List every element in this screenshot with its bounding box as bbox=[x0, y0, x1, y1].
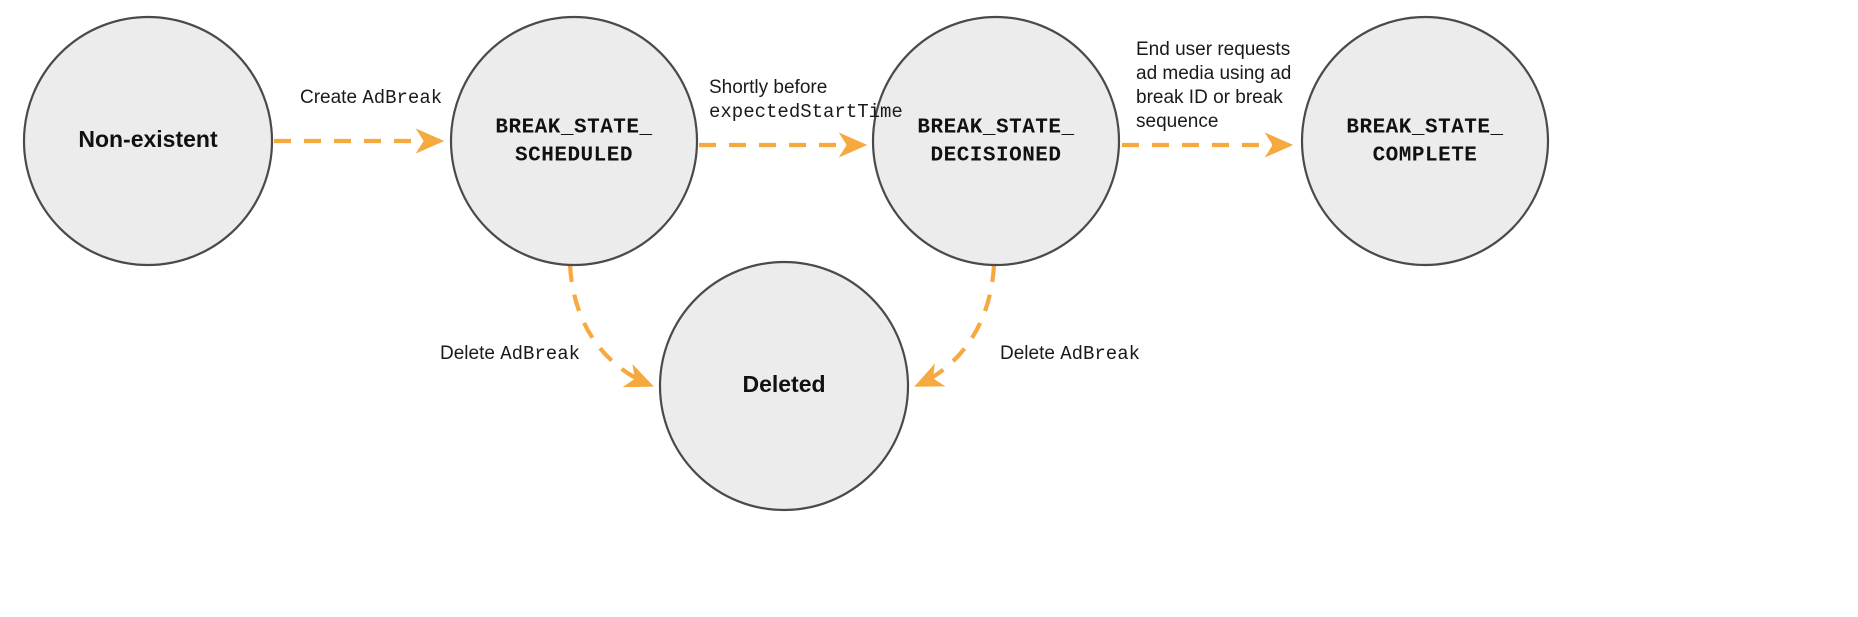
label-run-sans: sequence bbox=[1136, 111, 1218, 132]
node-shape bbox=[1300, 15, 1550, 267]
edge-label-line: sequence bbox=[1136, 111, 1218, 132]
edge-label-line: Create AdBreak bbox=[300, 87, 442, 109]
edge-label-create-adbreak: Create AdBreak bbox=[300, 87, 442, 109]
state-node-non-existent[interactable]: Non-existent bbox=[22, 15, 274, 267]
edge-label-shortly-before-expectedstarttime: Shortly before expectedStartTime bbox=[709, 77, 903, 123]
label-run-sans: break ID or break bbox=[1136, 87, 1283, 108]
node-label-line: BREAK_STATE_ bbox=[1346, 117, 1503, 140]
edge-label-delete-adbreak-from-scheduled: Delete AdBreak bbox=[440, 343, 580, 365]
node-label-line: DECISIONED bbox=[930, 145, 1061, 168]
edge-label-line: Delete AdBreak bbox=[440, 343, 580, 365]
label-run-sans: Shortly before bbox=[709, 77, 827, 98]
edge-label-line: Shortly before bbox=[709, 77, 827, 98]
label-run-mono: expectedStartTime bbox=[709, 101, 903, 123]
edges-layer bbox=[274, 128, 1294, 388]
edge-label-line: Delete AdBreak bbox=[1000, 343, 1140, 365]
label-run-sans: Delete bbox=[1000, 343, 1060, 364]
node-label-line: Deleted bbox=[742, 371, 825, 397]
label-run-mono: AdBreak bbox=[500, 343, 580, 365]
edge-label-end-user-requests-ad-media: End user requests ad media using ad break … bbox=[1136, 39, 1291, 132]
label-run-mono: AdBreak bbox=[1060, 343, 1140, 365]
node-shape bbox=[658, 260, 910, 512]
node-label-line: Non-existent bbox=[78, 126, 218, 152]
edge-label-line: End user requests bbox=[1136, 39, 1290, 60]
edge-label-line: expectedStartTime bbox=[709, 101, 903, 123]
node-shape bbox=[871, 15, 1121, 267]
label-run-sans: End user requests bbox=[1136, 39, 1290, 60]
edge-delete-adbreak-from-scheduled bbox=[567, 264, 654, 388]
node-label-line: BREAK_STATE_ bbox=[495, 117, 652, 140]
label-run-sans: Delete bbox=[440, 343, 500, 364]
edge-delete-adbreak-from-decisioned bbox=[914, 264, 997, 387]
node-label-line: SCHEDULED bbox=[515, 145, 633, 168]
state-node-break-state-decisioned[interactable]: BREAK_STATE_ DECISIONED bbox=[871, 15, 1121, 267]
node-label-line: COMPLETE bbox=[1373, 145, 1478, 168]
edge-label-delete-adbreak-from-decisioned: Delete AdBreak bbox=[1000, 343, 1140, 365]
node-shape bbox=[22, 15, 274, 267]
edge-label-line: ad media using ad bbox=[1136, 63, 1291, 84]
state-node-deleted[interactable]: Deleted bbox=[658, 260, 910, 512]
node-label-line: BREAK_STATE_ bbox=[917, 117, 1074, 140]
node-shape bbox=[449, 15, 699, 267]
state-node-break-state-complete[interactable]: BREAK_STATE_ COMPLETE bbox=[1300, 15, 1550, 267]
label-run-mono: AdBreak bbox=[362, 87, 442, 109]
edge-label-line: break ID or break bbox=[1136, 87, 1283, 108]
label-run-sans: Create bbox=[300, 87, 362, 108]
state-node-break-state-scheduled[interactable]: BREAK_STATE_ SCHEDULED bbox=[449, 15, 699, 267]
label-run-sans: ad media using ad bbox=[1136, 63, 1291, 84]
edge-labels-layer: Create AdBreak Shortly before expectedStar… bbox=[300, 39, 1291, 365]
